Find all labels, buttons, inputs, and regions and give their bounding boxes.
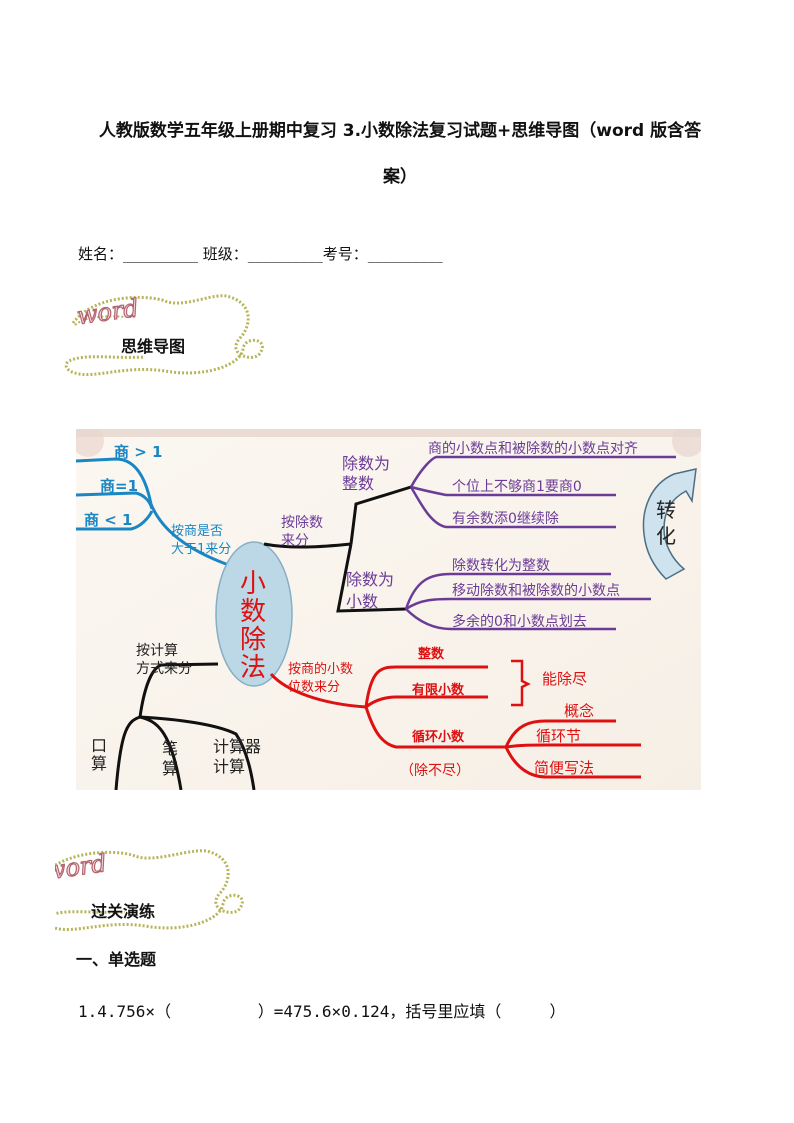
- transform-arrow-icon: [642, 468, 697, 580]
- decimal-rule-3: 多余的0和小数点划去: [452, 613, 587, 630]
- decimal-rule-1: 除数转化为整数: [452, 558, 550, 574]
- brace-icon: [511, 659, 531, 707]
- integer-rule-1: 商的小数点和被除数的小数点对齐: [428, 441, 638, 457]
- compare-item-1: 商 > 1: [114, 443, 162, 461]
- decimal-rule-2: 移动除数和被除数的小数点: [452, 583, 620, 599]
- oral-2: 算: [91, 754, 107, 773]
- badge-label: 过关演练: [91, 902, 156, 921]
- integer-rule-3: 有余数添0继续除: [452, 510, 559, 527]
- whole-number-quotient: 整数: [417, 646, 445, 662]
- finite-decimal-quotient: 有限小数: [412, 682, 465, 698]
- student-info-line: 姓名：__________ 班级：__________考号：__________: [78, 245, 443, 263]
- compare-label-2: 大于1来分: [171, 542, 231, 557]
- oral-1: 口: [91, 736, 107, 755]
- compare-label-1: 按商是否: [171, 524, 223, 539]
- repeating-decimal-quotient: 循环小数: [412, 729, 465, 745]
- integer-divisor-2: 整数: [342, 474, 374, 493]
- digits-label-2: 位数来分: [288, 680, 340, 695]
- center-char-4: 法: [240, 653, 266, 683]
- transform-char-1: 转: [656, 498, 676, 522]
- word-logo-text: word: [55, 849, 108, 885]
- section-heading: 一、单选题: [76, 950, 157, 969]
- decimal-divisor-1: 除数为: [346, 570, 394, 589]
- mindmap-image: 小 数 除 法 商 > 1 商=1 商 < 1 按商是否 大于1来分 按除数 来…: [76, 429, 701, 790]
- title-line-2: 案）: [383, 167, 417, 187]
- section-badge-practice: word 过关演练: [38, 838, 285, 948]
- section-badge-mindmap: word 思维导图: [55, 283, 285, 393]
- badge-label: 思维导图: [121, 337, 186, 356]
- digits-label-1: 按商的小数: [288, 661, 353, 677]
- repeating-concept: 概念: [564, 702, 594, 720]
- center-char-1: 小: [240, 569, 266, 599]
- center-node: [215, 541, 293, 687]
- repeating-cycle: 循环节: [536, 727, 581, 745]
- written-1: 笔: [162, 739, 178, 758]
- calculator-2: 计算: [213, 757, 245, 776]
- method-label-2: 方式来分: [136, 661, 192, 677]
- exact-division-label: 能除尽: [542, 670, 587, 688]
- divisor-label-1: 按除数: [281, 515, 323, 531]
- decorative-ribbon-icon: word: [64, 293, 264, 377]
- word-logo-text: word: [75, 294, 140, 330]
- title-line-1: 人教版数学五年级上册期中复习 3.小数除法复习试题+思维导图（word 版含答: [98, 121, 702, 141]
- repeating-shorthand: 简便写法: [534, 759, 594, 777]
- integer-rule-2: 个位上不够商1要商0: [452, 479, 582, 495]
- method-label-1: 按计算: [136, 643, 178, 659]
- inexact-division-label: （除不尽）: [400, 763, 470, 779]
- divisor-label-2: 来分: [281, 533, 309, 549]
- compare-item-2: 商=1: [100, 477, 138, 495]
- decimal-divisor-2: 小数: [346, 592, 378, 611]
- decorative-ribbon-icon: word: [38, 849, 244, 932]
- calculator-1: 计算器: [213, 737, 261, 756]
- compare-item-3: 商 < 1: [84, 511, 132, 529]
- written-2: 算: [162, 759, 178, 778]
- question-1: 1.4.756×（ ）=475.6×0.124，括号里应填（ ）: [78, 1002, 566, 1021]
- center-char-3: 除: [240, 625, 266, 655]
- integer-divisor-1: 除数为: [342, 454, 390, 473]
- center-char-2: 数: [240, 597, 266, 627]
- transform-char-2: 化: [656, 524, 676, 548]
- document-title: 人教版数学五年级上册期中复习 3.小数除法复习试题+思维导图（word 版含答 …: [70, 108, 730, 200]
